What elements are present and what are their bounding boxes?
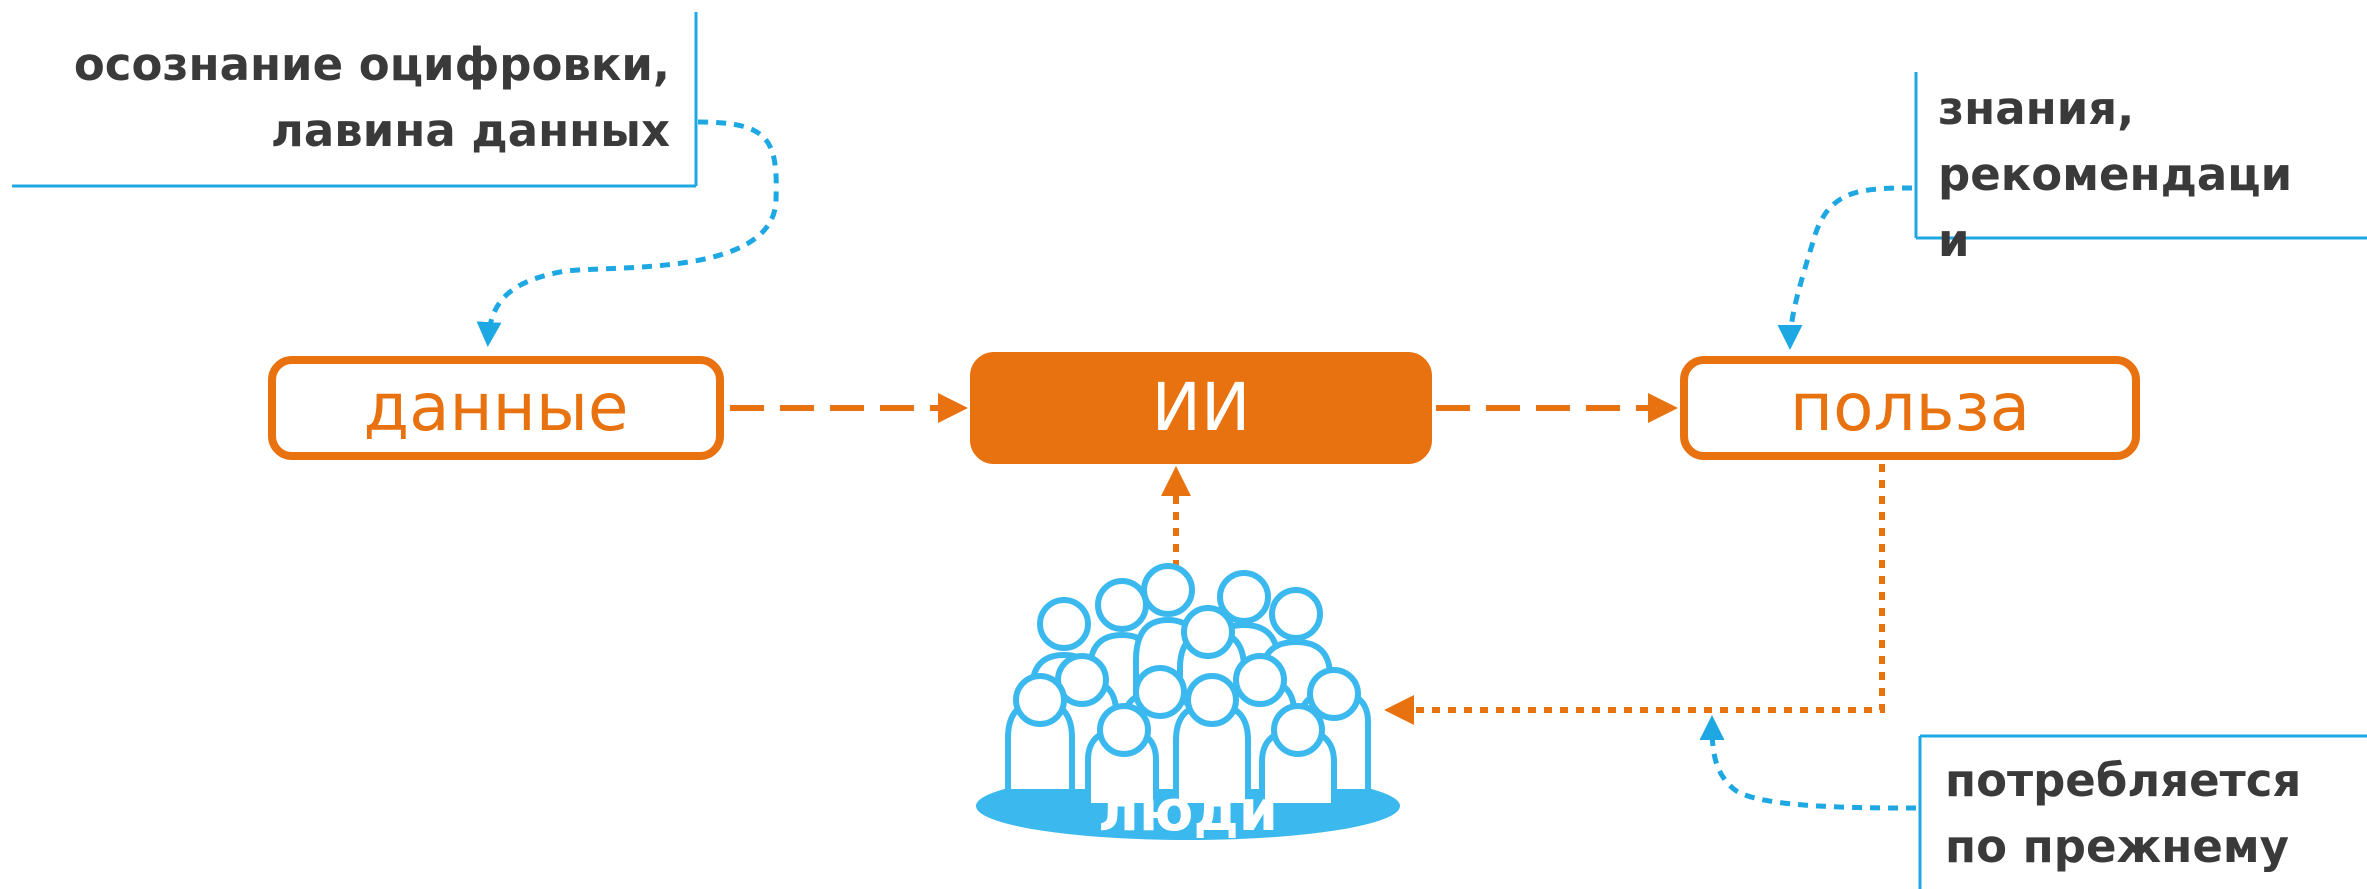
crowd-icon <box>976 563 1400 840</box>
callout-knowledge-line-1: знания, <box>1938 82 2135 135</box>
node-ai-label: ИИ <box>1151 369 1251 446</box>
callout-digitization-line-1: осознание оцифровки, <box>73 38 670 91</box>
callout-consumed-line-2: по прежнему <box>1945 820 2290 873</box>
node-data: данные <box>268 356 724 460</box>
arrow-consumed-to-loop <box>1699 715 1917 811</box>
node-benefit: польза <box>1680 356 2140 460</box>
callout-knowledge: знания, рекомендаци и <box>1938 76 2292 274</box>
arrow-benefit-to-people <box>1384 464 1885 725</box>
callout-bracket-knowledge <box>1914 72 2367 240</box>
callout-bracket-digitization <box>12 12 698 188</box>
callout-digitization: осознание оцифровки, лавина данных <box>74 32 670 164</box>
callout-knowledge-line-3: и <box>1938 214 1970 267</box>
people-label: люди <box>1098 779 1278 844</box>
arrow-knowledge-to-benefit <box>1777 185 1913 350</box>
arrow-digitization-to-data <box>476 119 779 347</box>
callout-consumed-line-1: потребляется <box>1945 754 2302 807</box>
callout-digitization-line-2: лавина данных <box>270 104 670 157</box>
callout-knowledge-line-2: рекомендаци <box>1938 148 2293 201</box>
callout-bracket-consumed <box>1918 734 2367 889</box>
node-data-label: данные <box>363 369 629 446</box>
node-ai: ИИ <box>970 352 1432 464</box>
callout-consumed: потребляется по прежнему <box>1945 748 2301 880</box>
node-benefit-label: польза <box>1789 369 2031 446</box>
